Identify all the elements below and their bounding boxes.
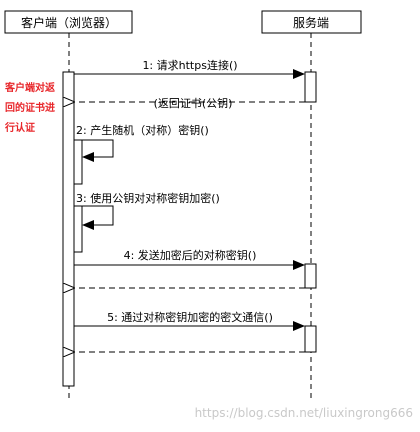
participant-server: 服务端 bbox=[261, 10, 362, 34]
message-2-label: 2: 产生随机（对称）密钥() bbox=[76, 123, 209, 137]
server-activation-2 bbox=[304, 263, 317, 289]
client-activation bbox=[62, 71, 75, 387]
message-3: 3: 使用公钥对对称密钥加密() bbox=[73, 191, 220, 253]
message-5-label: 5: 通过对称密钥加密的密文通信() bbox=[107, 310, 273, 324]
watermark: https://blog.csdn.net/liuxingrong666 bbox=[195, 406, 413, 420]
note-line-2: 回的证书进 bbox=[5, 101, 55, 114]
participant-client-label: 客户端（浏览器） bbox=[21, 15, 117, 30]
message-1-return: (返回证书(公钥) bbox=[75, 96, 305, 110]
server-activation-3 bbox=[304, 325, 317, 353]
message-5: 5: 通过对称密钥加密的密文通信() bbox=[74, 310, 305, 331]
certificate-verification-note: 客户端对返 回的证书进 行认证 bbox=[4, 81, 55, 134]
message-4: 4: 发送加密后的对称密钥() bbox=[74, 248, 305, 270]
note-line-1: 客户端对返 bbox=[4, 81, 55, 94]
server-activation-1 bbox=[304, 71, 317, 103]
note-line-3: 行认证 bbox=[4, 121, 35, 134]
message-2: 2: 产生随机（对称）密钥() bbox=[73, 123, 209, 185]
message-1-return-label: (返回证书(公钥) bbox=[154, 96, 233, 110]
message-1-label: 1: 请求https连接() bbox=[142, 59, 237, 72]
participant-server-label: 服务端 bbox=[293, 15, 329, 30]
participant-client: 客户端（浏览器） bbox=[4, 10, 133, 34]
message-4-label: 4: 发送加密后的对称密钥() bbox=[124, 248, 257, 262]
message-1: 1: 请求https连接() bbox=[74, 59, 305, 79]
message-3-label: 3: 使用公钥对对称密钥加密() bbox=[76, 191, 220, 205]
